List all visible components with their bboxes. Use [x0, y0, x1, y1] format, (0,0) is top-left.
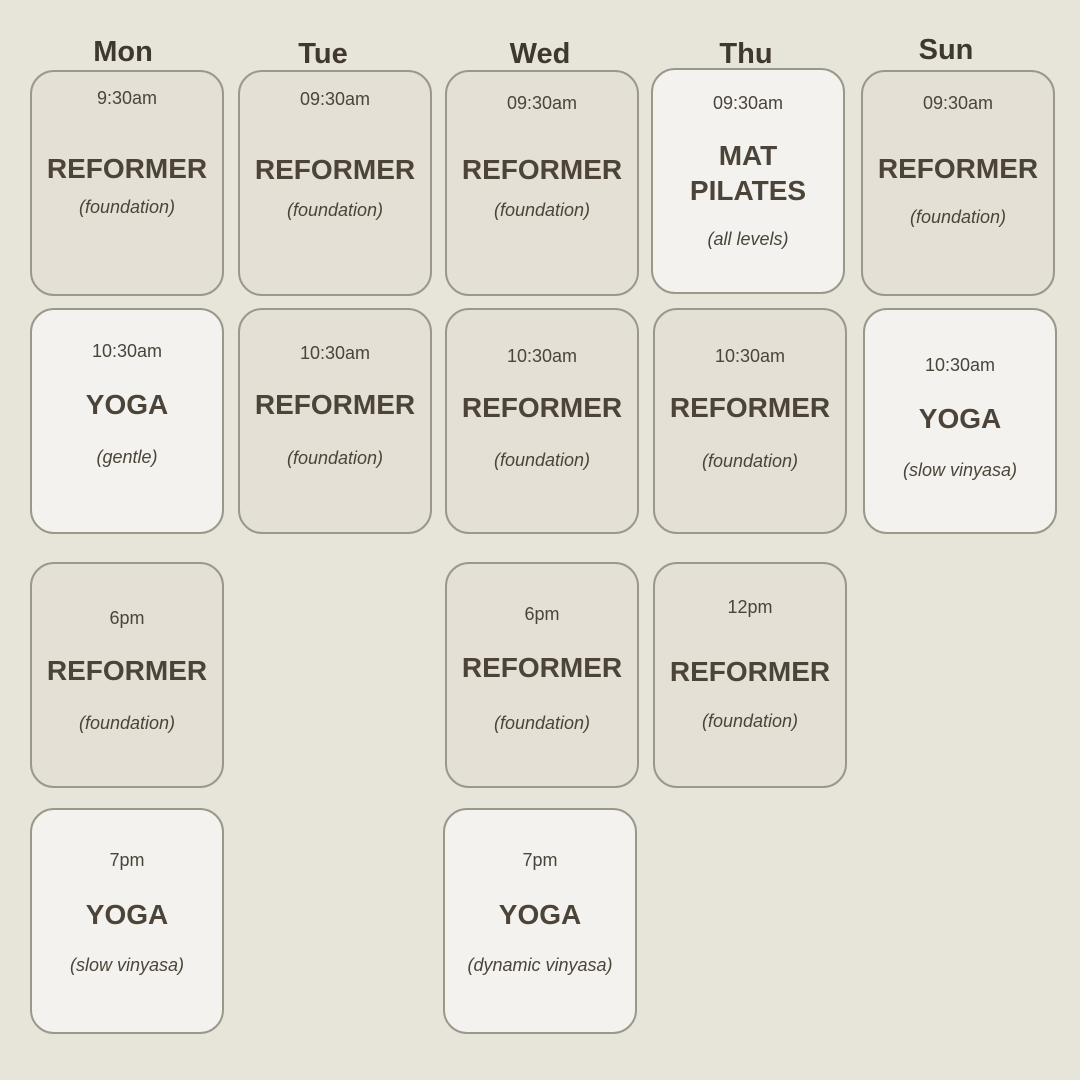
class-level: (dynamic vinyasa)	[467, 955, 613, 975]
class-card[interactable]: 10:30am YOGA (slow vinyasa)	[863, 308, 1057, 534]
class-level: (foundation)	[493, 450, 591, 470]
class-time: 10:30am	[299, 343, 371, 363]
class-time: 09:30am	[299, 89, 371, 109]
class-title: REFORMER	[669, 656, 831, 687]
class-title: MAT PILATES	[689, 140, 807, 206]
class-title: REFORMER	[877, 153, 1039, 184]
class-title: YOGA	[85, 389, 169, 420]
class-card[interactable]: 10:30am YOGA (gentle)	[30, 308, 224, 534]
day-header-wed: Wed	[509, 38, 571, 70]
class-card[interactable]: 09:30am REFORMER (foundation)	[445, 70, 639, 296]
class-title: YOGA	[498, 899, 582, 930]
class-card[interactable]: 9:30am REFORMER (foundation)	[30, 70, 224, 296]
class-time: 10:30am	[924, 355, 996, 375]
class-time: 7pm	[522, 850, 558, 870]
class-level: (foundation)	[493, 200, 591, 220]
class-card[interactable]: 10:30am REFORMER (foundation)	[653, 308, 847, 534]
class-card[interactable]: 7pm YOGA (slow vinyasa)	[30, 808, 224, 1034]
class-level: (slow vinyasa)	[902, 460, 1018, 480]
class-card[interactable]: 09:30am REFORMER (foundation)	[861, 70, 1055, 296]
class-level: (all levels)	[707, 229, 789, 249]
class-time: 12pm	[727, 597, 773, 617]
class-time: 6pm	[524, 604, 560, 624]
class-level: (gentle)	[96, 447, 158, 467]
class-card[interactable]: 09:30am REFORMER (foundation)	[238, 70, 432, 296]
class-time: 6pm	[109, 608, 145, 628]
class-title: REFORMER	[46, 153, 208, 184]
day-header-thu: Thu	[719, 38, 773, 70]
class-card[interactable]: 10:30am REFORMER (foundation)	[445, 308, 639, 534]
class-title: REFORMER	[46, 655, 208, 686]
class-title: YOGA	[85, 899, 169, 930]
class-level: (foundation)	[286, 200, 384, 220]
class-time: 10:30am	[91, 341, 163, 361]
class-card[interactable]: 09:30am MAT PILATES (all levels)	[651, 68, 845, 294]
class-card[interactable]: 12pm REFORMER (foundation)	[653, 562, 847, 788]
day-header-mon: Mon	[93, 36, 153, 68]
class-title: REFORMER	[254, 389, 416, 420]
class-level: (foundation)	[701, 451, 799, 471]
class-card[interactable]: 7pm YOGA (dynamic vinyasa)	[443, 808, 637, 1034]
class-time: 10:30am	[506, 346, 578, 366]
class-level: (foundation)	[493, 713, 591, 733]
class-card[interactable]: 6pm REFORMER (foundation)	[445, 562, 639, 788]
class-time: 09:30am	[506, 93, 578, 113]
class-level: (foundation)	[909, 207, 1007, 227]
class-time: 9:30am	[96, 88, 158, 108]
day-header-tue: Tue	[298, 38, 348, 70]
class-level: (foundation)	[78, 713, 176, 733]
class-time: 09:30am	[712, 93, 784, 113]
class-level: (foundation)	[701, 711, 799, 731]
class-time: 10:30am	[714, 346, 786, 366]
class-title: REFORMER	[461, 392, 623, 423]
class-title: REFORMER	[461, 652, 623, 683]
class-time: 09:30am	[922, 93, 994, 113]
class-title: REFORMER	[254, 154, 416, 185]
class-time: 7pm	[109, 850, 145, 870]
class-card[interactable]: 10:30am REFORMER (foundation)	[238, 308, 432, 534]
class-level: (foundation)	[286, 448, 384, 468]
class-level: (foundation)	[78, 197, 176, 217]
class-card[interactable]: 6pm REFORMER (foundation)	[30, 562, 224, 788]
class-title: REFORMER	[669, 392, 831, 423]
class-title: YOGA	[918, 403, 1002, 434]
class-level: (slow vinyasa)	[69, 955, 185, 975]
day-header-sun: Sun	[918, 34, 974, 66]
class-title: REFORMER	[461, 154, 623, 185]
